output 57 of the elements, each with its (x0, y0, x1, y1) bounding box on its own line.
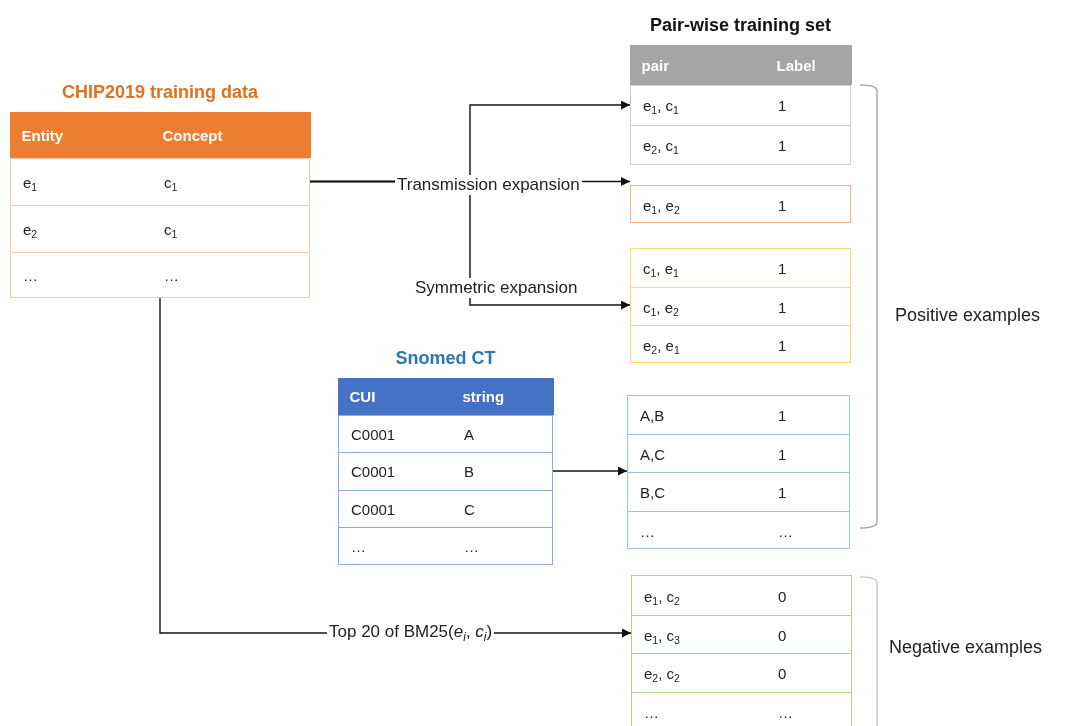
cell-value: … (351, 537, 366, 555)
edge-label: Symmetric expansion (413, 278, 580, 298)
column-header: pair (641, 56, 669, 73)
edge-label: Transmission expansion (395, 175, 582, 195)
column-header: Concept (162, 126, 223, 143)
cell-value: 1 (778, 298, 787, 315)
cell-value: 1 (778, 336, 787, 354)
cell-value: 1 (778, 406, 787, 424)
cell-value: … (23, 266, 38, 284)
cell-value: 1 (778, 196, 787, 214)
cell-value: e$_{1}$, c$_{2}$ (644, 587, 680, 604)
cell-value: c$_{1}$, e$_{2}$ (643, 298, 679, 315)
cell-value: c$_{1}$, e$_{1}$ (643, 259, 679, 277)
table-title: Snomed CT (394, 348, 497, 369)
edge-label: Top 20 of BM25(e$_{i}$, c$_{i}$) (327, 622, 495, 642)
cell-value: 1 (778, 483, 787, 501)
cell-value: e$_{2}$, e$_{1}$ (643, 336, 680, 354)
cell-value: 0 (778, 626, 787, 643)
cell-value: … (778, 522, 793, 540)
cell-value: e$_{2}$, c$_{1}$ (643, 136, 679, 154)
cell-value: c$_{1}$ (164, 173, 178, 190)
cell-value: 0 (778, 587, 787, 604)
cell-value: C0001 (351, 462, 396, 480)
table-title: CHIP2019 training data (60, 82, 260, 103)
cell-value: A (464, 425, 474, 442)
cell-value: 1 (778, 136, 787, 154)
cell-value: e$_{1}$ (23, 173, 38, 190)
cell-value: c$_{1}$ (164, 220, 178, 237)
cell-value: C0001 (351, 500, 396, 517)
cell-value: … (164, 266, 179, 284)
cell-value: 0 (778, 664, 787, 682)
cell-value: 1 (778, 259, 787, 277)
cell-value: … (464, 537, 479, 555)
table-title: Pair-wise training set (648, 15, 833, 36)
cell-value: 1 (778, 96, 787, 114)
cell-value: 1 (778, 445, 787, 462)
cell-value: A,C (640, 445, 665, 462)
cell-value: e$_{1}$, c$_{3}$ (644, 626, 680, 643)
cell-value: e$_{2}$ (23, 220, 38, 237)
column-header: Label (776, 56, 816, 73)
group-label: Negative examples (889, 637, 1043, 658)
cell-value: C (464, 500, 475, 517)
cell-value: e$_{1}$, e$_{2}$ (643, 196, 680, 214)
column-header: string (462, 387, 505, 405)
cell-value: e$_{2}$, c$_{2}$ (644, 664, 680, 682)
arrow (552, 466, 628, 476)
cell-value: … (640, 522, 655, 540)
column-header: Entity (21, 126, 64, 143)
cell-value: e$_{1}$, c$_{1}$ (643, 96, 679, 114)
cell-value: B,C (640, 483, 665, 501)
column-header: CUI (349, 387, 376, 405)
cell-value: … (644, 703, 659, 720)
cell-value: B (464, 462, 474, 480)
cell-value: … (778, 703, 793, 720)
group-label: Positive examples (895, 305, 1041, 326)
cell-value: A,B (640, 406, 665, 424)
cell-value: C0001 (351, 425, 396, 442)
